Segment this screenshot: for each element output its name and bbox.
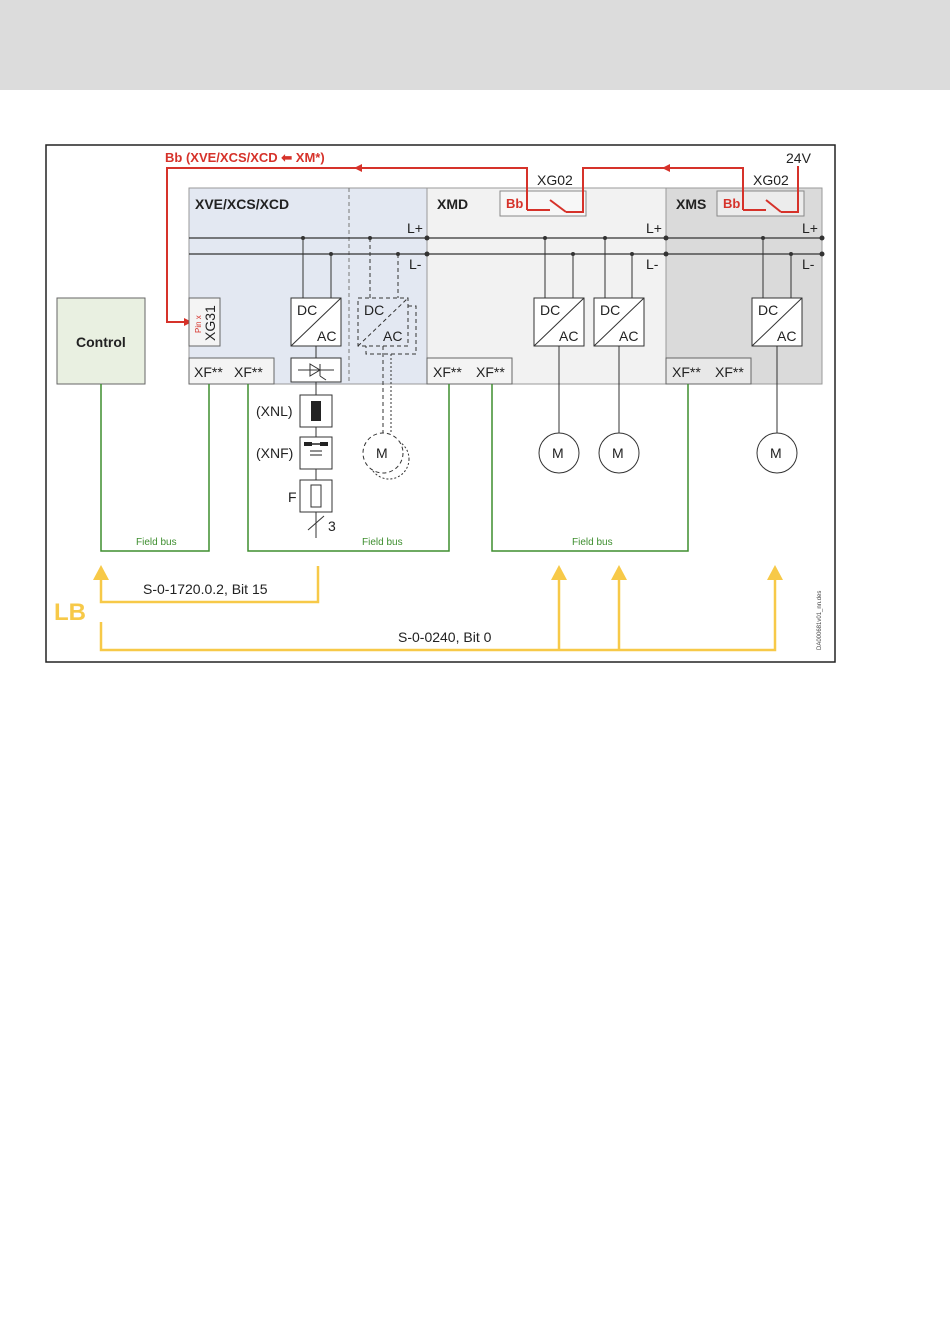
xf-label: XF** [715, 364, 744, 380]
xf-label: XF** [234, 364, 263, 380]
ac-label: AC [559, 328, 578, 344]
bb-label-xms: Bb [723, 196, 740, 211]
dc-label: DC [600, 302, 620, 318]
s0240-label: S-0-0240, Bit 0 [398, 629, 492, 645]
lb-label: LB [54, 599, 86, 626]
ac-label: AC [317, 328, 336, 344]
field-bus-label-1: Field bus [136, 537, 177, 548]
xf-label: XF** [476, 364, 505, 380]
lminus-xve: L- [409, 256, 422, 272]
fuse-label: F [288, 489, 297, 505]
xve-title: XVE/XCS/XCD [195, 196, 289, 212]
motor-label: M [552, 445, 564, 461]
motor-label: M [770, 445, 782, 461]
field-bus-label-3: Field bus [572, 537, 613, 548]
dc-label: DC [297, 302, 317, 318]
xg02-label-a: XG02 [537, 172, 573, 188]
xg31-label: XG31 [202, 305, 218, 341]
v24-label: 24V [786, 150, 812, 166]
motor-label: M [376, 445, 388, 461]
xf-label: XF** [433, 364, 462, 380]
ac-label: AC [383, 328, 402, 344]
bb-title: Bb (XVE/XCS/XCD ⬅ XM*) [165, 150, 325, 165]
phase-count: 3 [328, 518, 336, 534]
motor-label: M [612, 445, 624, 461]
lplus-xms: L+ [802, 220, 818, 236]
s1720-label: S-0-1720.0.2, Bit 15 [143, 581, 268, 597]
xmd-title: XMD [437, 196, 468, 212]
ac-label: AC [619, 328, 638, 344]
lminus-xms: L- [802, 256, 815, 272]
lplus-xve: L+ [407, 220, 423, 236]
xms-module [666, 188, 822, 384]
drawing-code: DA000681v01_nn.des [817, 591, 823, 650]
xnl-label: (XNL) [256, 403, 293, 419]
xms-title: XMS [676, 196, 706, 212]
dc-label: DC [758, 302, 778, 318]
xf-label: XF** [194, 364, 223, 380]
control-label: Control [76, 334, 126, 350]
xnf-label: (XNF) [256, 445, 293, 461]
xg02-label-b: XG02 [753, 172, 789, 188]
xmd-module [427, 188, 666, 384]
lminus-xmd: L- [646, 256, 659, 272]
dc-label: DC [364, 302, 384, 318]
lplus-xmd: L+ [646, 220, 662, 236]
ac-label: AC [777, 328, 796, 344]
xnf-box [300, 437, 332, 469]
bb-label-xmd: Bb [506, 196, 523, 211]
xf-label: XF** [672, 364, 701, 380]
dc-label: DC [540, 302, 560, 318]
field-bus-label-2: Field bus [362, 537, 403, 548]
